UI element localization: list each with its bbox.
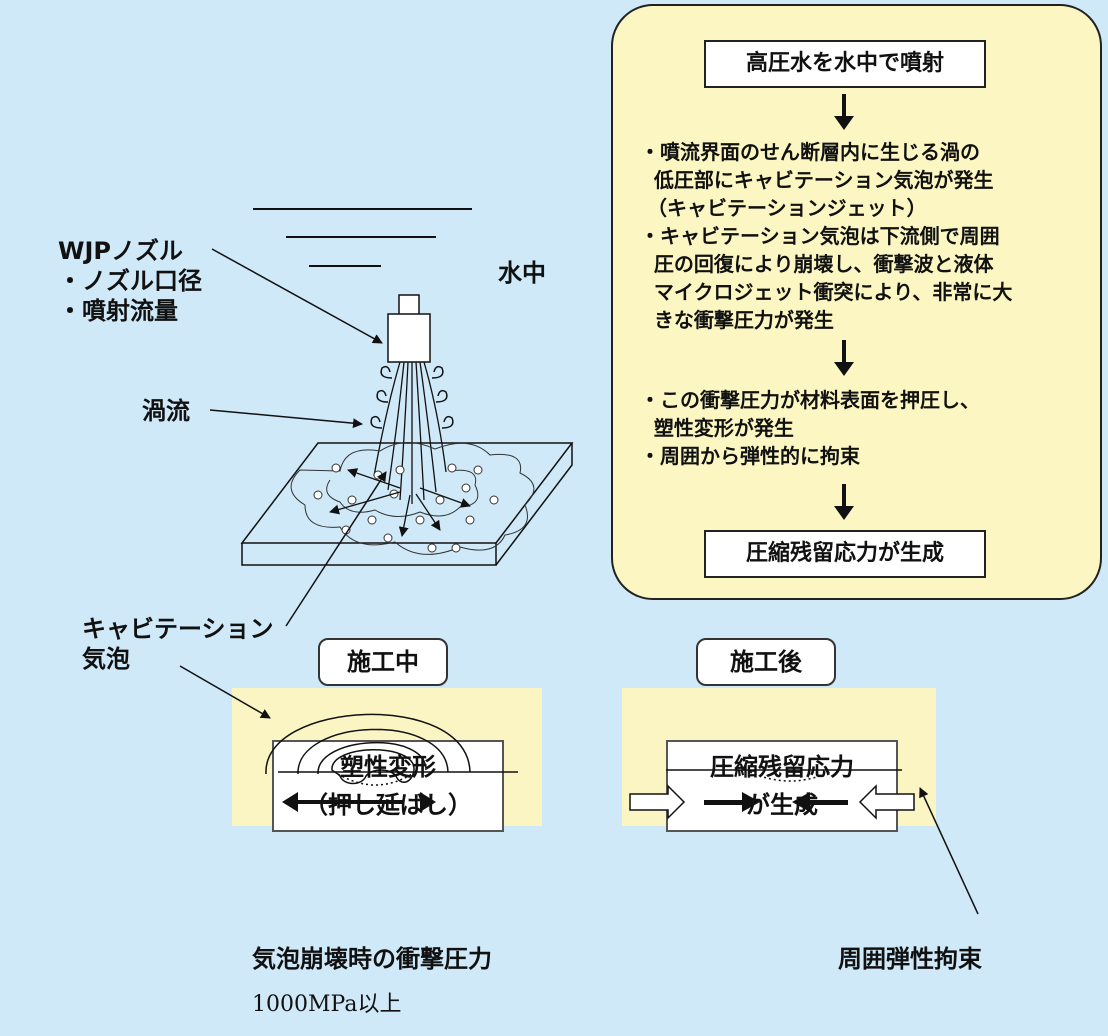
during-result-line: （押し延ばし） — [304, 791, 472, 819]
underwater-label: 水中 — [498, 259, 546, 287]
cavitation-bubble-line: キャビテーション — [82, 615, 274, 643]
flow-line: 低圧部にキャビテーション気泡が発生 — [640, 168, 994, 192]
flow-line: ・キャビテーション気泡は下流側で周囲 — [640, 224, 1000, 248]
flow-result-box: 圧縮残留応力が生成 — [704, 530, 986, 578]
cavitation-bubble-line: 気泡 — [82, 645, 130, 673]
nozzle-item: ・ノズル口径 — [58, 267, 202, 295]
flow-line: ・周囲から弾性的に拘束 — [640, 444, 860, 468]
impact-pressure-label: 気泡崩壊時の衝撃圧力 — [252, 945, 492, 973]
elastic-constraint-label: 周囲弾性拘束 — [838, 945, 982, 973]
wjp-nozzle — [387, 294, 431, 363]
flow-arrows-in-cloud — [329, 468, 471, 537]
flow-arrow-1 — [834, 94, 854, 130]
flow-line: きな衝撃圧力が発生 — [640, 308, 834, 332]
nozzle-label: WJPノズル ・ノズル口径 ・噴射流量 — [58, 236, 202, 326]
cavitation-bubble-label: キャビテーション 気泡 — [82, 614, 274, 674]
nozzle-title: WJPノズル — [58, 237, 183, 265]
outer-arrow-right — [858, 784, 915, 820]
after-stage-tag: 施工後 — [696, 638, 836, 686]
vortex-label: 渦流 — [142, 397, 190, 425]
water-jet — [373, 361, 447, 504]
outer-arrow-left — [629, 784, 686, 820]
flow-line: ・噴流界面のせん断層内に生じる渦の — [640, 140, 980, 164]
stretch-arrow — [282, 792, 436, 812]
during-result-line: 塑性変形 — [340, 753, 436, 781]
flow-arrow-2 — [834, 340, 854, 376]
flow-step-plastic-text: ・この衝撃圧力が材料表面を押圧し、 塑性変形が発生 ・周囲から弾性的に拘束 — [640, 386, 1080, 470]
vortex-leader — [209, 409, 363, 429]
flow-down-arrows — [834, 94, 854, 520]
flow-line: （キャビテーションジェット） — [640, 196, 927, 220]
flow-line: 圧の回復により崩壊し、衝撃波と液体 — [640, 252, 994, 276]
constraint-leader — [919, 787, 979, 915]
bubble-collapse-drawing — [265, 713, 518, 786]
after-result-box: 圧縮残留応力 が生成 — [666, 740, 898, 832]
compression-arrows — [629, 784, 915, 820]
cavitation-bubbles — [313, 463, 499, 553]
flow-line: 塑性変形が発生 — [640, 416, 794, 440]
bubble-panel-leader — [179, 665, 271, 719]
process-flow-panel — [611, 4, 1102, 600]
during-stage-tag: 施工中 — [318, 638, 448, 686]
nozzle-leader — [211, 248, 383, 344]
residual-stress-drawing — [666, 769, 902, 782]
flow-step-cavitation-text: ・噴流界面のせん断層内に生じる渦の 低圧部にキャビテーション気泡が発生 （キャビ… — [640, 138, 1080, 334]
nozzle-item: ・噴射流量 — [58, 297, 178, 325]
bubble-leader — [285, 471, 387, 627]
flow-line: ・この衝撃圧力が材料表面を押圧し、 — [640, 388, 980, 412]
leader-arrows — [179, 248, 979, 915]
flow-line: マイクロジェット衝突により、非常に大 — [640, 280, 1013, 304]
vortex-curls — [370, 365, 454, 429]
after-result-line: 圧縮残留応力 — [710, 753, 854, 781]
work-plate — [240, 442, 574, 566]
turbulence-cloud — [290, 442, 535, 555]
flow-arrow-3 — [834, 484, 854, 520]
water-surface-lines — [253, 208, 472, 267]
flow-step-spray-box: 高圧水を水中で噴射 — [704, 40, 986, 88]
impact-pressure-value: 1000MPa以上 — [252, 992, 402, 1017]
during-result-box: 塑性変形 （押し延ばし） — [272, 740, 504, 832]
